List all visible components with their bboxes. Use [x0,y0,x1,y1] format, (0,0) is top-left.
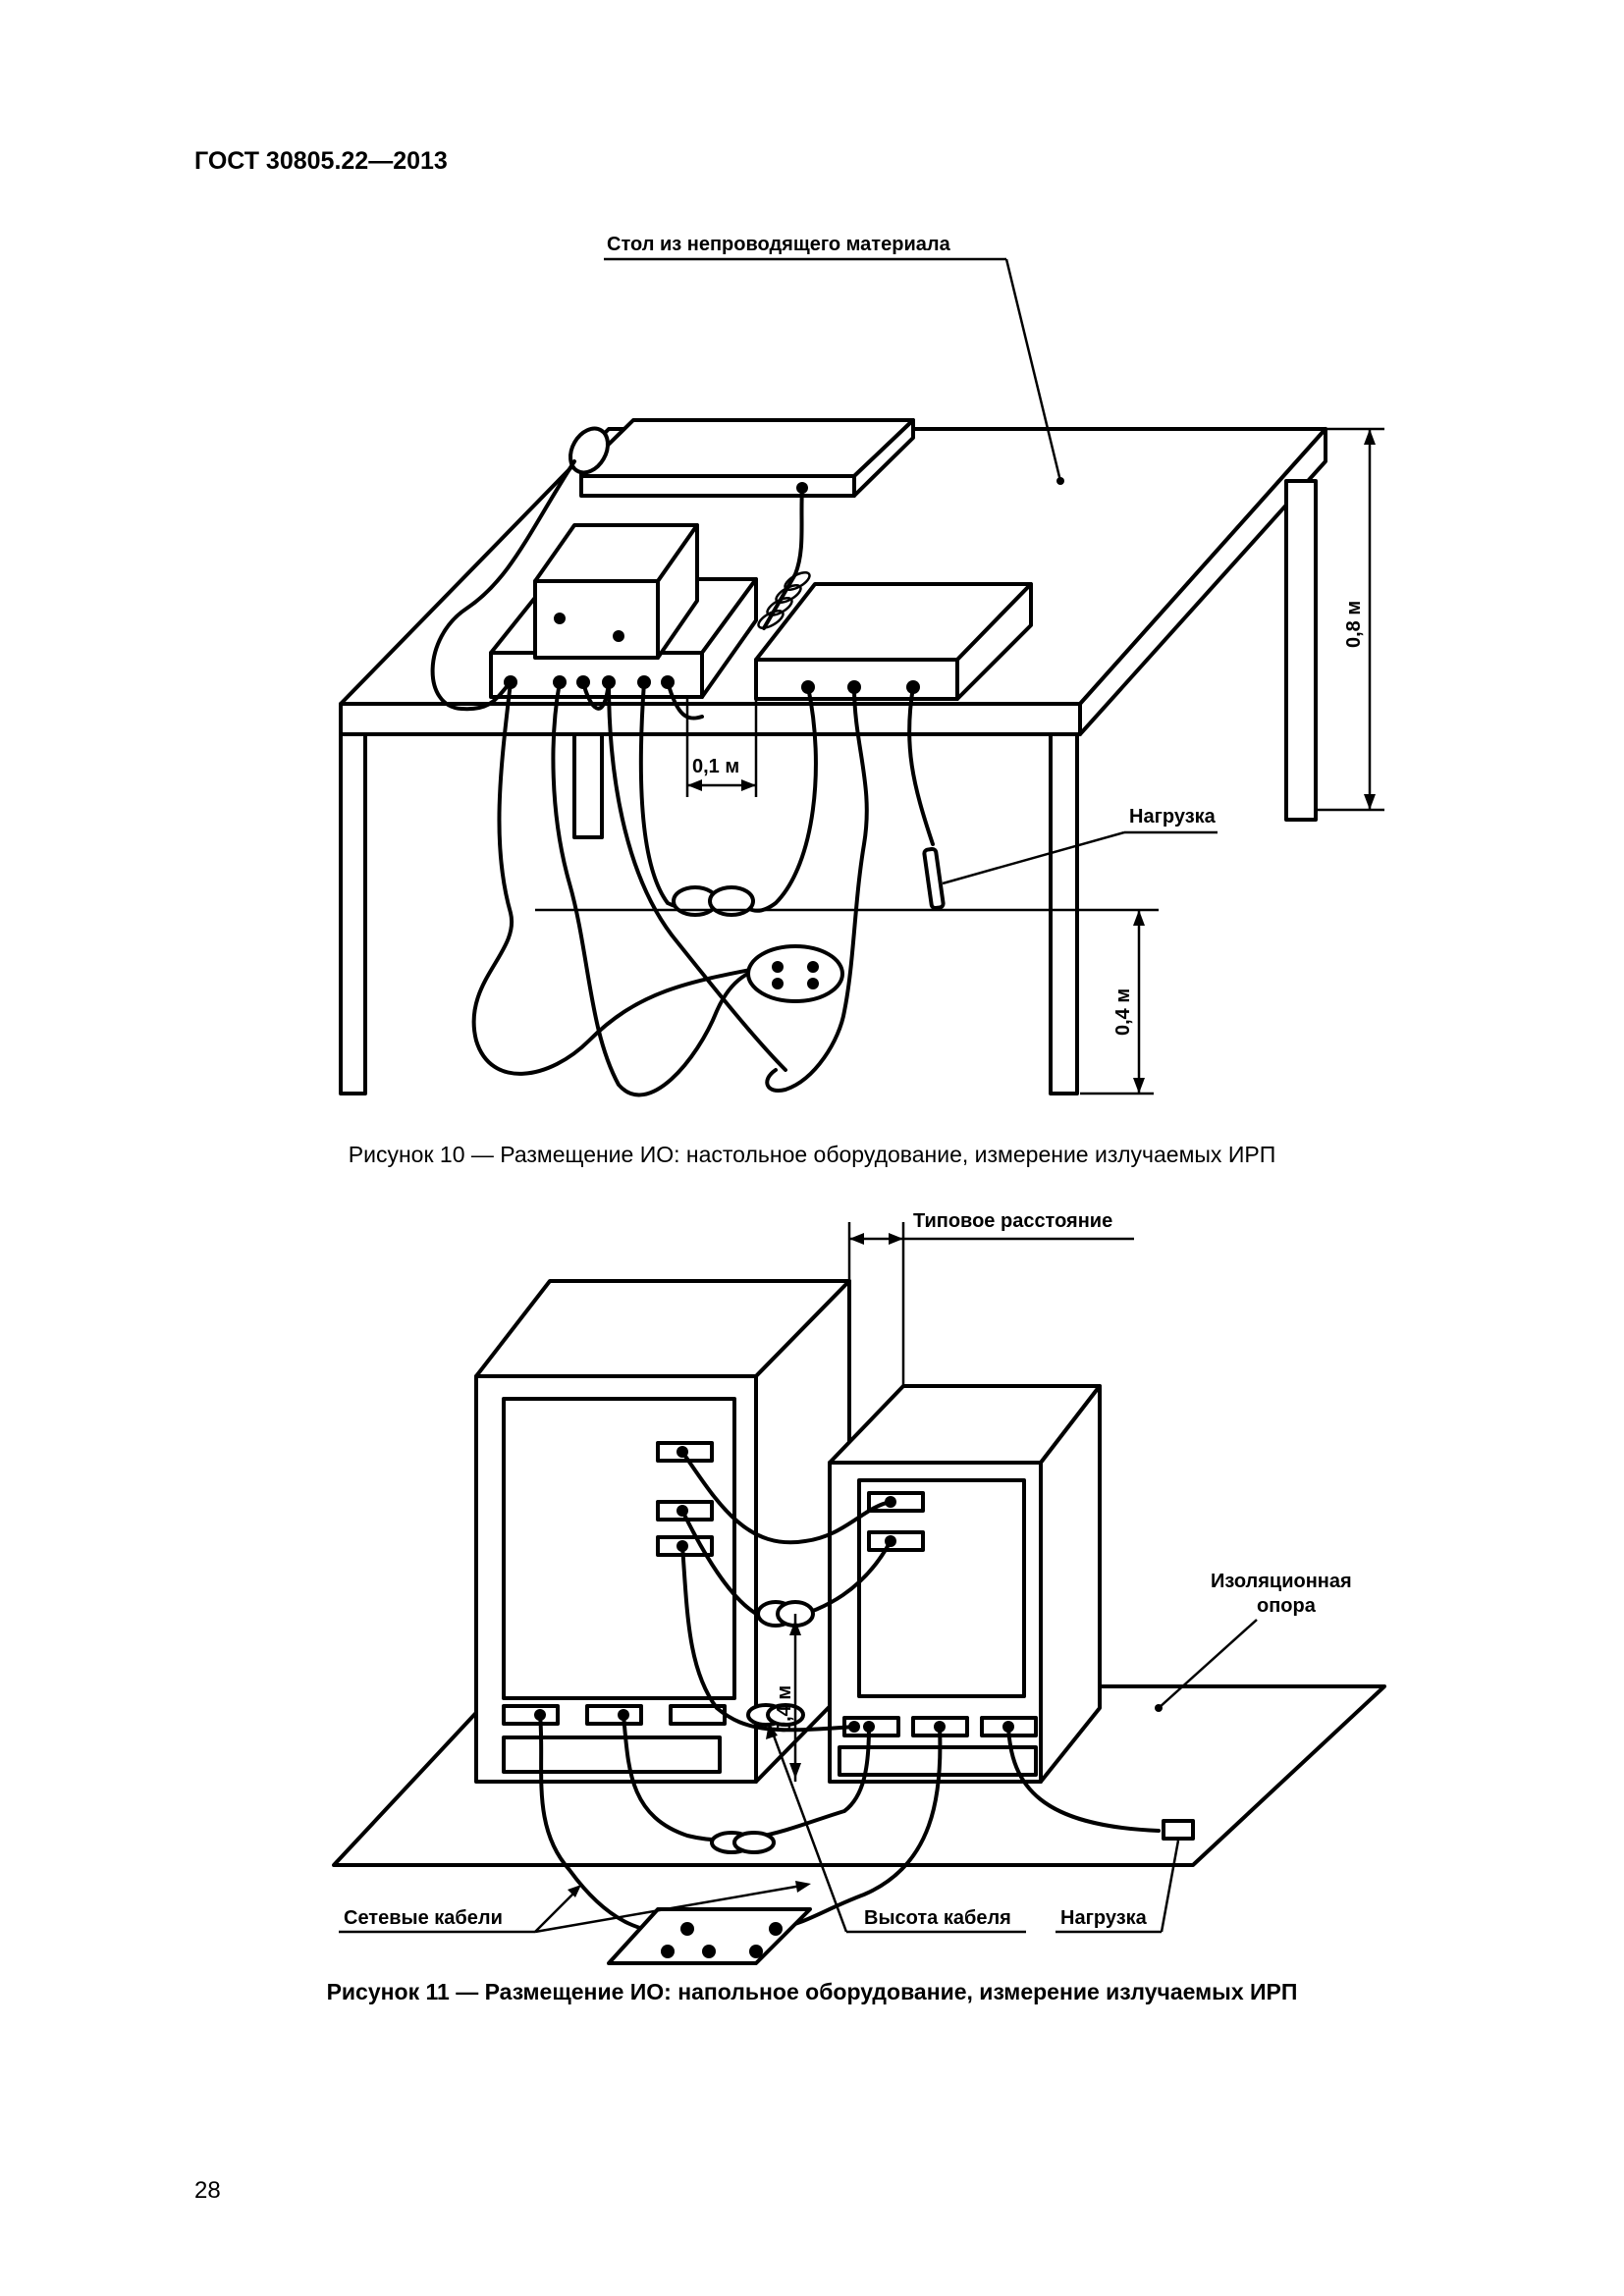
figure-10-diagram: 0,1 м 0,8 м 0,4 м Стол из непроводящего … [339,234,1384,1097]
label-table: Стол из непроводящего материала [607,234,951,255]
dimension-01: 0,1 м [685,699,758,797]
table-leg-back-right [1284,479,1318,822]
coiled-cable [762,486,804,630]
label-distance-01: 0,1 м [692,756,739,777]
table-edge-side [1078,427,1327,736]
cable-bundle-large [746,944,844,1003]
power-socket-pins [661,1922,783,1958]
label-insulating-support-2: опора [1257,1595,1317,1617]
figure-11-caption: Рисунок 11 — Размещение ИО: напольное об… [326,1979,1298,2004]
dimension-typical-distance: Типовое расстояние [847,1210,1134,1386]
label-typical-distance: Типовое расстояние [913,1210,1112,1232]
cable-bundle-small-11 [710,1600,815,1854]
load-device-11 [1162,1819,1195,1841]
label-height-08: 0,8 м [1343,601,1365,648]
figure-11-diagram: Типовое расстояние 0,4 м Изоляционная оп… [332,1210,1386,1965]
page-number: 28 [194,2177,221,2204]
cabinet-small-ports [842,1491,1038,1737]
label-load-11: Нагрузка [1060,1907,1148,1929]
table-leg-front-left [339,732,367,1095]
load-device-10 [922,846,946,911]
table-leg-front-right [1049,732,1079,1095]
dimension-04: 0,4 м [1080,910,1154,1095]
dimension-08: 0,8 м [1316,427,1384,812]
label-insulating-support-1: Изоляционная [1211,1571,1352,1592]
label-height-04: 0,4 м [1112,988,1134,1036]
label-height-04-11: 0,4 м [774,1685,795,1733]
label-load-10: Нагрузка [1129,806,1217,828]
cable-coil [757,571,811,629]
figure-10-caption: Рисунок 10 — Размещение ИО: настольное о… [348,1142,1276,1167]
dimension-04-11: 0,4 м [774,1614,801,1782]
label-power-cables: Сетевые кабели [344,1907,503,1929]
cabinet-small-panel [857,1478,1026,1698]
round-peripheral [568,426,610,475]
table-leg-back-left [572,732,604,839]
base-device-ports [504,675,675,689]
label-cable-height: Высота кабеля [864,1907,1011,1929]
cable-bundle-small [672,885,755,917]
document-header: ГОСТ 30805.22—2013 [194,147,448,175]
